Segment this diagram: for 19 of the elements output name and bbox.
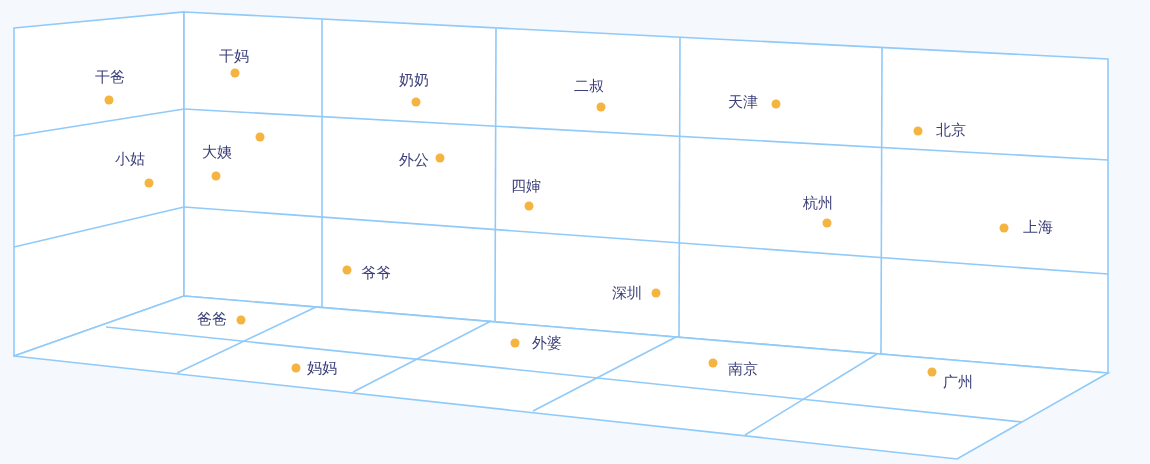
point-label: 外婆 bbox=[532, 334, 562, 352]
point-label: 外公 bbox=[399, 151, 429, 169]
point-label: 妈妈 bbox=[307, 359, 337, 377]
point-label: 广州 bbox=[943, 373, 973, 391]
point-label: 上海 bbox=[1023, 218, 1053, 236]
point-label: 爷爷 bbox=[361, 264, 391, 282]
point-label: 干爸 bbox=[95, 68, 125, 86]
point-label: 干妈 bbox=[219, 47, 249, 65]
point-label: 爸爸 bbox=[197, 310, 227, 328]
point-label: 二叔 bbox=[574, 77, 604, 95]
point-label: 奶奶 bbox=[399, 71, 429, 89]
point-label: 北京 bbox=[936, 121, 966, 139]
point-label: 杭州 bbox=[803, 194, 833, 212]
point-label: 小姑 bbox=[115, 150, 145, 168]
point-label: 深圳 bbox=[612, 284, 642, 302]
point-label: 南京 bbox=[728, 360, 758, 378]
point-label: 大姨 bbox=[202, 143, 232, 161]
point-label: 天津 bbox=[728, 93, 758, 111]
point-label: 四婶 bbox=[511, 177, 541, 195]
